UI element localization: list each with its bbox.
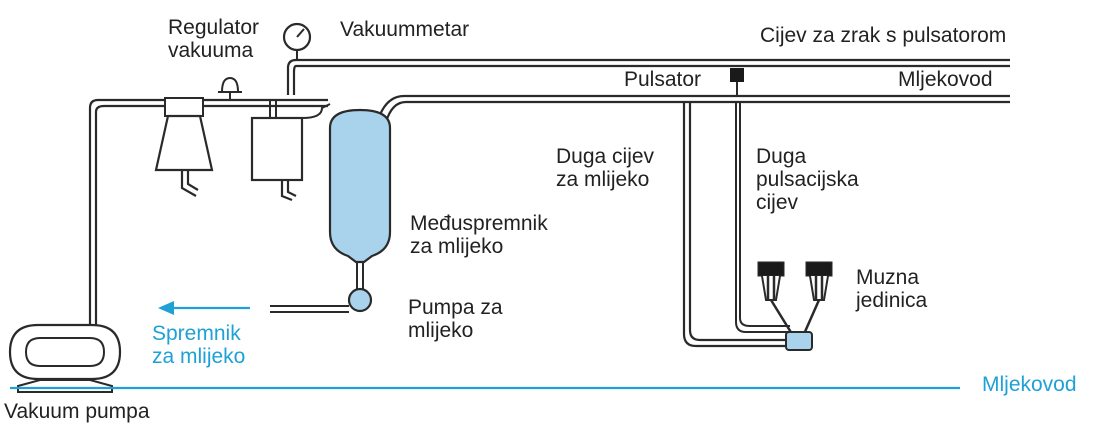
vacuum-regulator-icon [154,76,242,197]
milking-cluster-icon [757,261,833,351]
regulator-label: Regulator vakuuma [168,16,260,62]
receiver-label: Međuspremnik za mlijeko [410,212,548,258]
milking-unit-label: Muzna jedinica [856,266,928,312]
vacuum-pump-label: Vakuum pumpa [4,400,150,423]
milk-pump-icon [270,287,373,313]
air-pipe-line [286,58,1010,95]
pulsator-label: Pulsator [624,68,702,91]
milk-line-top-label: Mljekovod [898,68,993,91]
long-milk-tube-label: Duga cijev za mlijeko [556,145,655,191]
milk-line-bottom-label: Mljekovod [982,373,1077,396]
pulsator-icon [730,68,744,96]
vacuum-line [88,98,328,325]
to-tank-arrow [158,301,250,315]
vacuum-gauge-label: Vakuummetar [340,18,470,41]
long-milk-tube [682,102,790,348]
milk-pump-label: Pumpa za mlijeko [408,296,503,342]
sanitary-trap-icon [250,100,331,202]
vacuum-gauge-icon [282,22,312,60]
long-pulse-tube-label: Duga pulsacijska cijev [756,145,859,214]
air-pipe-label: Cijev za zrak s pulsatorom [760,24,1007,47]
tank-label: Spremnik za mlijeko [152,322,246,368]
milk-line-top [376,94,1010,123]
receiver-vessel-icon [328,108,392,290]
long-pulse-tube [735,102,790,333]
vacuum-pump-icon [8,323,122,393]
